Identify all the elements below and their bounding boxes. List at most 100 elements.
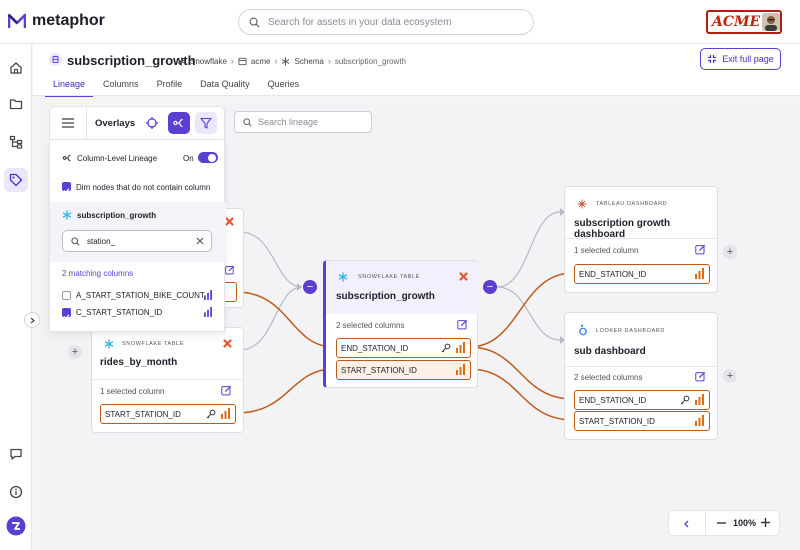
table-icon [49,53,62,66]
column-lineage-button[interactable] [168,112,190,134]
column-edge [235,368,335,414]
arrow-icon [560,336,565,344]
tab-data-quality[interactable]: Data Quality [200,79,250,89]
column-chip[interactable]: START_STATION_ID [574,411,710,431]
chevron-left-icon[interactable] [683,520,690,528]
breadcrumb-item[interactable]: Snowflake [190,56,227,66]
edit-icon[interactable] [695,244,706,255]
collapse-icon [708,55,717,63]
nav-lineage[interactable] [4,130,28,154]
divider [225,106,226,140]
column-filter-input[interactable]: station_ [62,230,212,252]
edit-icon[interactable] [457,319,468,330]
global-search-input[interactable] [268,16,518,28]
usage-bars-icon [456,342,465,353]
column-chip[interactable]: START_STATION_ID [100,404,236,424]
divider [86,107,87,141]
lineage-search[interactable] [234,111,372,133]
nav-help[interactable] [4,480,28,504]
edit-icon[interactable] [221,385,232,396]
dbt-icon [225,217,234,226]
filter-icon [200,117,212,129]
clear-icon[interactable] [196,237,204,245]
node-name[interactable]: rides_by_month [100,357,178,368]
column-name: START_STATION_ID [105,409,181,419]
selected-columns-count: 2 selected columns [336,321,405,330]
dim-nodes-checkbox[interactable] [62,182,71,194]
column-chip[interactable]: END_STATION_ID [336,338,471,358]
column-name: END_STATION_ID [579,395,647,405]
expand-downstream-button[interactable]: + [723,245,737,259]
expand-sidebar-button[interactable] [24,312,40,328]
node-name[interactable]: subscription growth dashboard [574,218,671,240]
snowflake-icon [104,339,114,349]
expand-upstream-button[interactable]: + [68,345,82,359]
column-lineage-toggle[interactable] [198,152,218,163]
edit-icon [225,265,235,275]
app-logo[interactable]: metaphor [8,12,105,30]
column-level-lineage-label: Column-Level Lineage [77,154,158,163]
overlays-toolbar: Overlays [49,106,225,141]
column-edge [468,272,574,348]
home-icon [10,62,22,74]
org-switcher[interactable]: ACME [706,10,782,34]
menu-icon[interactable] [62,118,74,128]
column-name: END_STATION_ID [579,269,647,279]
lineage-search-input[interactable] [258,117,368,127]
node-name[interactable]: sub dashboard [574,346,646,357]
column-name: END_STATION_ID [341,343,409,353]
breadcrumb: Snowflake › acme › Schema › subscription… [177,56,406,66]
global-search[interactable] [238,9,534,35]
table-name: subscription_growth [77,211,157,220]
table-edge [496,286,561,341]
arrow-icon [560,208,565,216]
table-edge [239,286,303,351]
tab-columns[interactable]: Columns [103,79,139,89]
zoom-in-icon[interactable] [761,518,770,527]
nav-folders[interactable] [4,92,28,116]
expand-downstream-button[interactable]: + [723,369,737,383]
lineage-node-looker-dashboard[interactable]: LOOKER DASHBOARD sub dashboard 2 selecte… [564,312,718,440]
nav-assistant[interactable] [4,514,28,538]
tableau-icon [577,199,587,209]
zoom-controls: 100% [668,510,780,536]
node-name[interactable]: subscription_growth [336,291,435,302]
zoom-out-icon[interactable] [717,522,726,524]
usage-bars-icon [456,364,465,375]
column-chip[interactable]: END_STATION_ID [574,264,710,284]
column-chip[interactable]: START_STATION_ID [336,360,471,380]
collapse-downstream-button[interactable]: − [483,280,497,294]
nav-tags[interactable] [4,168,28,192]
overlay-focus-button[interactable] [141,112,163,134]
snowflake-icon [177,56,186,66]
collapse-upstream-button[interactable]: − [303,280,317,294]
assistant-icon [6,516,26,536]
tab-queries[interactable]: Queries [267,79,300,89]
lineage-node-subscription-growth[interactable]: SNOWFLAKE TABLE subscription_growth 2 se… [323,260,478,388]
user-avatar[interactable] [762,13,780,31]
breadcrumb-item[interactable]: Schema [294,56,324,66]
column-lineage-icon [62,154,71,162]
filter-button[interactable] [195,112,217,134]
node-type: TABLEAU DASHBOARD [596,201,668,207]
table-edge [496,211,561,288]
crosshair-icon [146,117,158,129]
column-option-label: A_START_STATION_BIKE_COUNT [76,291,205,300]
page-title: subscription_growth [67,53,196,68]
node-type: LOOKER DASHBOARD [596,328,665,334]
lineage-node-tableau-dashboard[interactable]: TABLEAU DASHBOARD subscription growth da… [564,186,718,293]
nav-home[interactable] [4,56,28,80]
edit-icon[interactable] [695,371,706,382]
chat-icon [10,448,22,460]
metaphor-logo-icon [8,13,26,28]
column-checkbox[interactable] [62,308,71,320]
nav-messages[interactable] [4,442,28,466]
matching-count: 2 matching columns [62,269,134,278]
tab-profile[interactable]: Profile [156,79,183,89]
exit-full-page-button[interactable]: Exit full page [700,48,781,70]
column-chip[interactable]: END_STATION_ID [574,390,710,410]
breadcrumb-item[interactable]: acme [250,56,271,66]
column-checkbox[interactable] [62,291,71,300]
overlays-label: Overlays [95,118,136,129]
lineage-node-rides-by-month[interactable]: SNOWFLAKE TABLE rides_by_month 1 selecte… [91,327,244,433]
